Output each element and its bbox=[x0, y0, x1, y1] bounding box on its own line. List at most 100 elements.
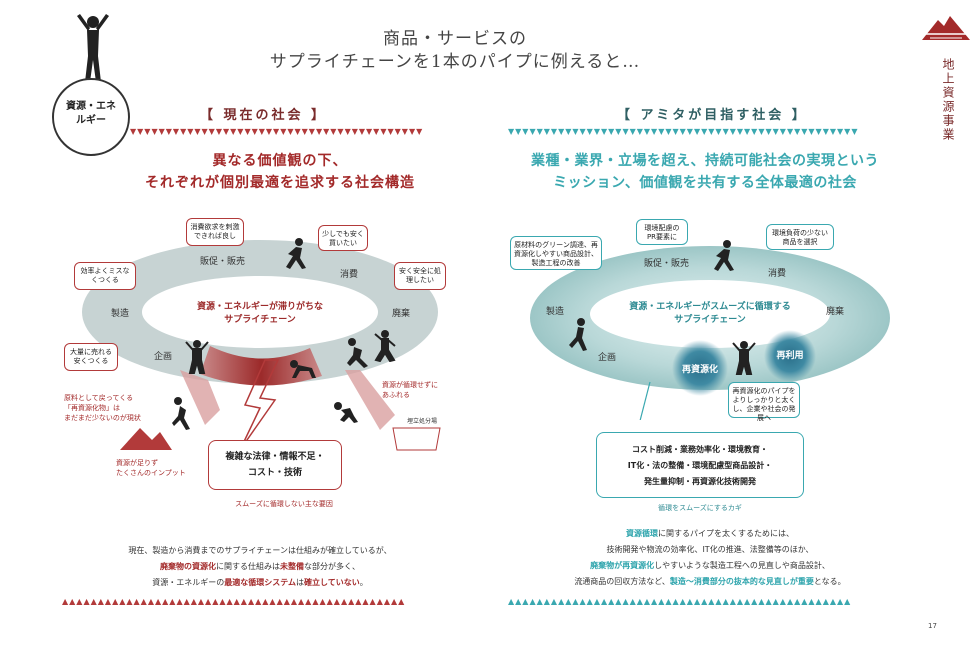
left-heading-line-1: 異なる価値観の下、 bbox=[212, 153, 348, 169]
left-node-kikaku: 企画 bbox=[154, 352, 173, 362]
page-number: 17 bbox=[928, 622, 937, 630]
right-body-seg-5: 流通商品の回収方法など、 bbox=[574, 577, 670, 586]
left-note-shortage-line-1: 資源が足りず bbox=[116, 459, 158, 467]
left-center-line-2: サプライチェーン bbox=[224, 315, 296, 325]
climbing-figure-icon bbox=[172, 397, 190, 430]
right-node-kikaku: 企画 bbox=[598, 353, 617, 363]
left-node-seizo: 製造 bbox=[111, 309, 130, 319]
standing-figure-icon bbox=[185, 340, 209, 374]
left-body-line-2: 廃棄物の資源化に関する仕組みは未整備な部分が多く、 bbox=[60, 559, 460, 575]
left-body-seg-9: 。 bbox=[359, 578, 368, 587]
right-heading: 業種・業界・立場を超え、持続可能社会の実現という ミッション、価値観を共有する全… bbox=[500, 150, 910, 194]
landfill-label: 埋立処分場 bbox=[406, 418, 437, 425]
left-top-divider: ▼▼▼▼▼▼▼▼▼▼▼▼▼▼▼▼▼▼▼▼▼▼▼▼▼▼▼▼▼▼▼▼▼▼▼▼▼▼▼▼… bbox=[130, 128, 424, 136]
right-body-line-1: 資源循環に関するパイプを太くするためには、 bbox=[510, 526, 910, 542]
left-center-text: 資源・エネルギーが滞りがちな サプライチェーン bbox=[175, 301, 345, 327]
left-body-seg-5: 資源・エネルギーの bbox=[152, 578, 225, 587]
left-note-input-line-1: 原料として戻ってくる bbox=[64, 394, 134, 402]
left-heading: 異なる価値観の下、 それぞれが個別最適を追求する社会構造 bbox=[90, 150, 470, 194]
right-node-hansoku: 販促・販売 bbox=[644, 259, 690, 269]
right-cheering-figure-icon bbox=[732, 341, 756, 375]
left-problem-line-2: コスト・技術 bbox=[247, 468, 302, 478]
tumbling-figure-icon bbox=[334, 402, 358, 423]
right-body-hl-2: 廃棄物が再資源化 bbox=[590, 561, 655, 570]
right-solution-line-3: 発生量抑制・再資源化技術開発 bbox=[644, 477, 756, 486]
right-node-shohi: 消費 bbox=[768, 269, 787, 279]
right-body-seg-4: しやすいような製造工程への見直しや商品設計、 bbox=[654, 561, 830, 570]
right-bubble-pr: 環境配慮のPR要素に bbox=[636, 219, 688, 245]
left-node-hansoku: 販促・販売 bbox=[200, 257, 246, 267]
right-node-seizo: 製造 bbox=[546, 307, 565, 317]
right-bubble-green-procurement: 原材料のグリーン調達、再資源化しやすい商品設計、製造工程の改善 bbox=[510, 236, 602, 270]
right-body-seg-2: に関するパイプを太くするためには、 bbox=[658, 529, 794, 538]
left-note-overflow: 資源が循環せずに あふれる bbox=[382, 380, 462, 400]
left-body-hl-4: 確立していない bbox=[304, 578, 360, 587]
right-bubble-strengthen-pipe: 再資源化のパイプをよりしっかりと太くし、企業や社会の発展へ bbox=[728, 382, 800, 422]
reuse-label: 再利用 bbox=[776, 351, 804, 361]
left-bubble-consumer-desire: 消費欲求を刺激できれば良し bbox=[186, 218, 244, 246]
right-section-title: 【 アミタが目指す社会 】 bbox=[617, 108, 808, 123]
right-pipe-diagram bbox=[530, 246, 890, 420]
left-body-seg-2: に関する仕組みは bbox=[216, 562, 280, 571]
left-heading-line-2: それぞれが個別最適を追求する社会構造 bbox=[145, 175, 415, 191]
left-note-shortage: 資源が足りず たくさんのインプット bbox=[116, 458, 226, 478]
right-heading-line-2: ミッション、価値観を共有する全体最適の社会 bbox=[553, 175, 857, 191]
left-note-input: 原料として戻ってくる 「再資源化物」は まだまだ少ないのが現状 bbox=[64, 393, 174, 423]
right-body-line-4: 流通商品の回収方法など、製造～消費部分の抜本的な見直しが重要となる。 bbox=[510, 574, 910, 590]
right-body-hl-3: 製造～消費部分の抜本的な見直しが重要 bbox=[669, 577, 814, 586]
title-line-1: 商品・サービスの bbox=[383, 29, 527, 49]
right-body-seg-7: となる。 bbox=[813, 577, 846, 586]
right-node-haiki: 廃棄 bbox=[826, 307, 845, 317]
right-center-text: 資源・エネルギーがスムーズに循環する サプライチェーン bbox=[600, 301, 820, 327]
right-center-line-2: サプライチェーン bbox=[674, 315, 746, 325]
right-heading-line-1: 業種・業界・立場を超え、持続可能社会の実現という bbox=[531, 153, 879, 169]
left-bubble-cheap-buy: 少しでも安く買いたい bbox=[318, 225, 368, 251]
left-note-overflow-line-2: あふれる bbox=[382, 391, 410, 399]
left-bubble-safe-disposal: 安く安全に処理したい bbox=[394, 262, 446, 290]
left-body-seg-4: な部分が多く、 bbox=[304, 562, 360, 571]
circle-label-text: 資源・エネルギー bbox=[66, 101, 116, 126]
right-bubble-low-impact: 環境負荷の少ない商品を選択 bbox=[766, 224, 834, 250]
left-node-haiki: 廃棄 bbox=[392, 309, 411, 319]
right-body-line-3: 廃棄物が再資源化しやすいような製造工程への見直しや商品設計、 bbox=[510, 558, 910, 574]
right-body-line-2: 技術開発や物流の効率化、IT化の推進、法整備等のほか、 bbox=[606, 545, 814, 554]
left-problem-box: 複雑な法律・情報不足・ コスト・技術 bbox=[208, 440, 342, 490]
right-solution-line-2: IT化・法の整備・環境配慮型商品設計・ bbox=[627, 461, 773, 470]
right-top-divider: ▼▼▼▼▼▼▼▼▼▼▼▼▼▼▼▼▼▼▼▼▼▼▼▼▼▼▼▼▼▼▼▼▼▼▼▼▼▼▼▼… bbox=[508, 128, 859, 136]
left-note-input-line-2: 「再資源化物」は bbox=[64, 404, 120, 412]
falling-figure-icon bbox=[347, 338, 368, 368]
left-body-text: 現在、製造から消費までのサプライチェーンは仕組みが確立しているが、 廃棄物の資源… bbox=[60, 543, 460, 591]
right-solution-caption: 循環をスムーズにするカギ bbox=[658, 504, 742, 512]
title-line-2: サプライチェーンを1本のパイプに例えると… bbox=[269, 52, 641, 72]
left-section-title: 【 現在の社会 】 bbox=[200, 108, 328, 123]
right-solution-box: コスト削減・業務効率化・環境教育・ IT化・法の整備・環境配慮型商品設計・ 発生… bbox=[596, 432, 804, 498]
right-stepping-figure-icon bbox=[569, 318, 587, 351]
left-body-hl-2: 未整備 bbox=[280, 562, 304, 571]
side-section-label: 地上資源事業 bbox=[941, 58, 955, 142]
left-body-seg-7: は bbox=[296, 578, 304, 587]
jumping-figure-icon bbox=[374, 330, 396, 362]
right-center-line-1: 資源・エネルギーがスムーズに循環する bbox=[629, 302, 791, 312]
left-note-input-line-3: まだまだ少ないのが現状 bbox=[64, 414, 141, 422]
running-figure-icon bbox=[286, 238, 306, 269]
left-bubble-efficient: 効率よくミスなくつくる bbox=[74, 262, 136, 290]
left-center-line-1: 資源・エネルギーが滞りがちな bbox=[196, 302, 323, 312]
left-pipe-diagram bbox=[82, 240, 441, 451]
left-bottom-divider: ▲▲▲▲▲▲▲▲▲▲▲▲▲▲▲▲▲▲▲▲▲▲▲▲▲▲▲▲▲▲▲▲▲▲▲▲▲▲▲▲… bbox=[62, 598, 406, 606]
left-body-hl-1: 廃棄物の資源化 bbox=[160, 562, 216, 571]
main-title: 商品・サービスの サプライチェーンを1本のパイプに例えると… bbox=[0, 28, 910, 74]
right-body-hl-1: 資源循環 bbox=[626, 529, 658, 538]
right-solution-line-1: コスト削減・業務効率化・環境教育・ bbox=[632, 445, 768, 454]
left-note-shortage-line-2: たくさんのインプット bbox=[116, 469, 186, 477]
left-body-line-3: 資源・エネルギーの最適な循環システムは確立していない。 bbox=[60, 575, 460, 591]
right-body-text: 資源循環に関するパイプを太くするためには、 技術開発や物流の効率化、IT化の推進… bbox=[510, 526, 910, 590]
left-body-line-1: 現在、製造から消費までのサプライチェーンは仕組みが確立しているが、 bbox=[128, 546, 392, 555]
mountain-logo-icon bbox=[922, 16, 970, 40]
left-note-overflow-line-1: 資源が循環せずに bbox=[382, 381, 438, 389]
person-raised-arms-icon bbox=[77, 14, 109, 82]
right-running-figure-icon bbox=[714, 240, 734, 271]
right-bottom-divider: ▲▲▲▲▲▲▲▲▲▲▲▲▲▲▲▲▲▲▲▲▲▲▲▲▲▲▲▲▲▲▲▲▲▲▲▲▲▲▲▲… bbox=[508, 598, 852, 606]
left-problem-line-1: 複雑な法律・情報不足・ bbox=[225, 452, 325, 462]
left-body-hl-3: 最適な循環システム bbox=[224, 578, 296, 587]
left-problem-caption: スムーズに循環しない主な要因 bbox=[235, 500, 333, 508]
